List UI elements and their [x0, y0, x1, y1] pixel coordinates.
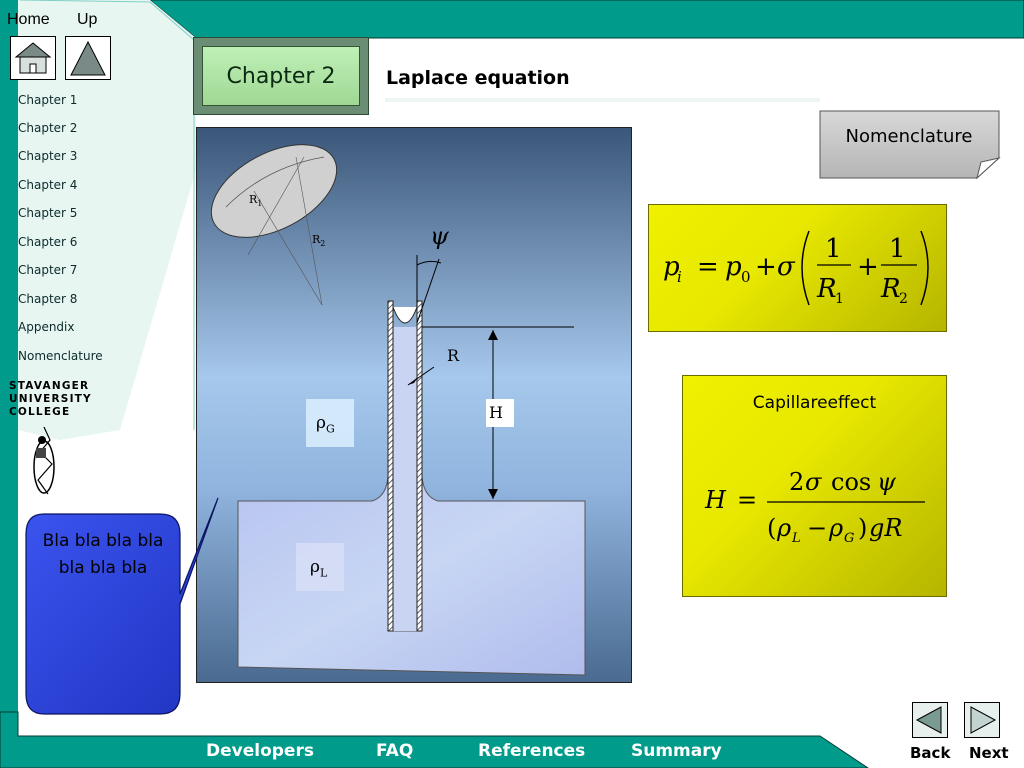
label-rho-l: ρL	[310, 557, 328, 580]
sidebar-item-chapter-3[interactable]: Chapter 3	[18, 149, 78, 163]
svg-text:L: L	[791, 531, 801, 546]
chapter-box: Chapter 2	[193, 37, 369, 115]
svg-text:ψ: ψ	[877, 468, 897, 496]
svg-text:): )	[858, 514, 867, 542]
label-r2: R2	[312, 233, 326, 249]
svg-text:σ: σ	[777, 252, 796, 282]
svg-text:+: +	[857, 252, 879, 282]
college-emblem-icon	[33, 426, 55, 495]
sidebar-item-nomenclature[interactable]: Nomenclature	[18, 349, 103, 363]
svg-text:1: 1	[835, 291, 844, 307]
house-icon	[14, 42, 52, 74]
sidebar-item-chapter-1[interactable]: Chapter 1	[18, 93, 78, 107]
svg-text:ρ: ρ	[828, 514, 843, 542]
page-title: Laplace equation	[386, 67, 570, 89]
svg-text:2: 2	[899, 291, 908, 307]
label-psi: ψ	[430, 222, 449, 250]
sidebar-item-appendix[interactable]: Appendix	[18, 320, 75, 334]
laplace-equation-box: p i = p 0 + σ 1 R 1 + 1 R 2	[648, 204, 947, 332]
svg-text:R: R	[816, 274, 837, 304]
next-label[interactable]: Next	[969, 744, 1009, 762]
callout-text: Bla bla bla bla bla bla bla	[42, 531, 164, 578]
svg-text:ρ: ρ	[776, 514, 791, 542]
svg-text:+: +	[755, 252, 777, 282]
callout-shape	[25, 497, 219, 715]
sidebar-item-chapter-5[interactable]: Chapter 5	[18, 206, 78, 220]
next-button[interactable]	[964, 702, 1000, 738]
svg-text:p: p	[663, 252, 680, 282]
capillary-equation: H = 2 σ cos ψ ( ρ L − ρ G ) gR	[704, 468, 925, 546]
svg-text:p: p	[725, 252, 742, 282]
svg-text:σ: σ	[805, 468, 822, 496]
sidebar-item-chapter-6[interactable]: Chapter 6	[18, 235, 78, 249]
capillary-effect-title: Capillareeffect	[752, 393, 877, 413]
home-link[interactable]: Home	[7, 11, 50, 28]
label-h: H	[489, 403, 503, 422]
nomenclature-button-shape	[819, 110, 1001, 180]
back-button[interactable]	[912, 702, 948, 738]
svg-text:1: 1	[889, 234, 906, 264]
laplace-equation: p i = p 0 + σ 1 R 1 + 1 R 2	[663, 230, 929, 307]
label-r: R	[447, 346, 460, 365]
svg-text:=: =	[737, 486, 757, 514]
back-label[interactable]: Back	[910, 744, 951, 762]
capillary-effect-box: Capillareeffect H = 2 σ cos ψ ( ρ L − ρ …	[682, 375, 947, 597]
sidebar-item-chapter-4[interactable]: Chapter 4	[18, 178, 78, 192]
svg-text:cos: cos	[831, 468, 871, 496]
svg-text:(: (	[767, 514, 776, 542]
up-link[interactable]: Up	[77, 11, 98, 28]
svg-text:0: 0	[741, 268, 751, 286]
triangle-left-icon	[915, 706, 942, 734]
triangle-right-icon	[970, 706, 997, 734]
nomenclature-button[interactable]: Nomenclature	[845, 126, 973, 147]
capillary-diagram	[196, 127, 632, 683]
footer-link-summary[interactable]: Summary	[631, 741, 722, 761]
chapter-label: Chapter 2	[202, 46, 360, 106]
college-logo-text: STAVANGER UNIVERSITY COLLEGE	[9, 380, 92, 418]
svg-text:H: H	[704, 486, 727, 514]
sidebar-item-chapter-2[interactable]: Chapter 2	[18, 121, 78, 135]
svg-text:G: G	[844, 531, 854, 546]
label-rho-g: ρG	[316, 413, 335, 436]
svg-text:i: i	[677, 268, 682, 286]
svg-text:1: 1	[825, 234, 842, 264]
sidebar-item-chapter-8[interactable]: Chapter 8	[18, 292, 78, 306]
svg-text:=: =	[697, 252, 719, 282]
footer-link-references[interactable]: References	[478, 741, 586, 761]
footer-link-developers[interactable]: Developers	[206, 741, 314, 761]
sidebar-item-chapter-7[interactable]: Chapter 7	[18, 263, 78, 277]
footer-link-faq[interactable]: FAQ	[376, 741, 414, 761]
label-r1: R1	[249, 193, 263, 209]
up-button[interactable]	[65, 36, 111, 80]
svg-text:2: 2	[789, 468, 804, 496]
svg-text:gR: gR	[869, 514, 902, 542]
svg-text:−: −	[807, 514, 827, 542]
home-button[interactable]	[10, 36, 56, 80]
triangle-up-icon	[70, 40, 106, 76]
svg-text:R: R	[880, 274, 901, 304]
